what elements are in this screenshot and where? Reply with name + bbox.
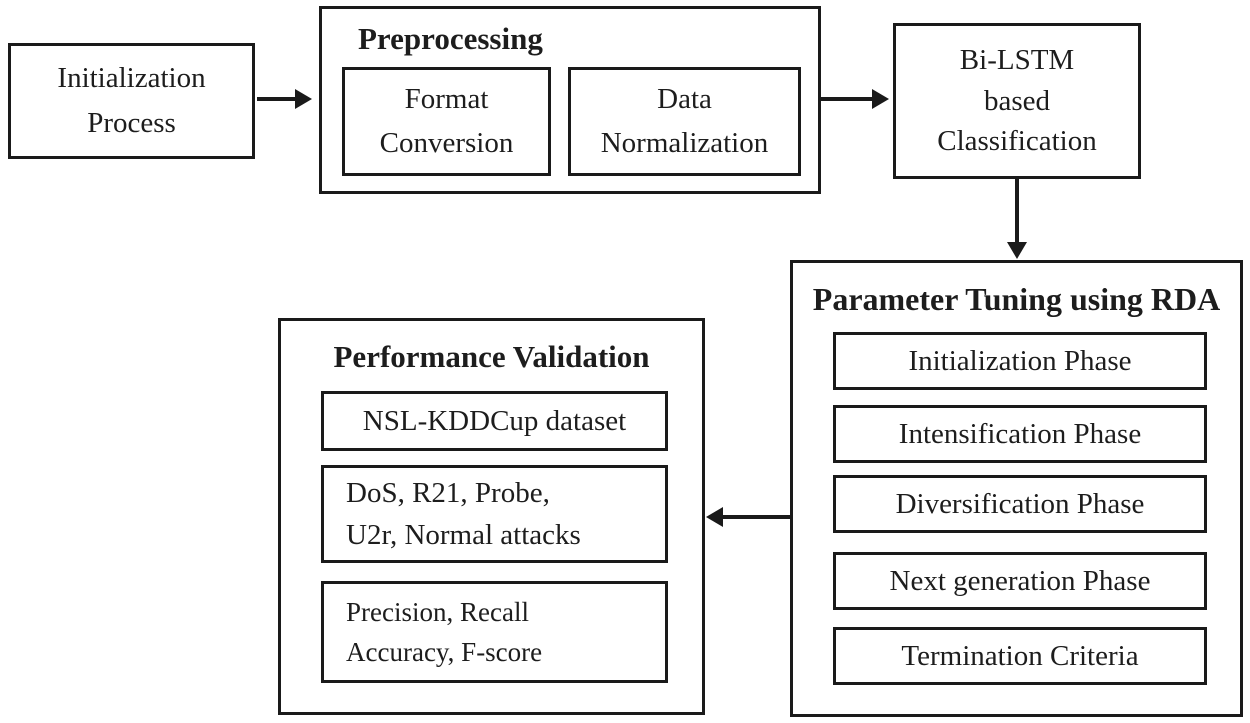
parameter-tuning-title: Parameter Tuning using RDA: [812, 281, 1221, 317]
arrow-line: [720, 515, 790, 519]
arrow-head: [1007, 242, 1027, 259]
arrow-line: [257, 97, 299, 101]
nsl-kddcup-dataset-box: NSL-KDDCup dataset: [321, 391, 668, 451]
box-label-line: Data: [657, 83, 712, 115]
attack-types-box: DoS, R21, Probe, U2r, Normal attacks: [321, 465, 668, 563]
arrow-head: [872, 89, 889, 109]
performance-validation-title: Performance Validation: [333, 339, 650, 374]
box-label-line: Conversion: [379, 126, 514, 159]
performance-validation-box: Performance Validation NSL-KDDCup datase…: [278, 318, 705, 715]
preprocessing-box: Preprocessing Format Conversion Data Nor…: [319, 6, 821, 194]
box-label-line: Classification: [937, 125, 1097, 158]
initialization-process-box: Initialization Process: [8, 43, 255, 159]
rda-phase-box-initialization: Initialization Phase: [833, 332, 1207, 390]
box-label-line: NSL-KDDCup dataset: [362, 404, 627, 437]
arrow-line: [1015, 179, 1019, 244]
data-normalization-box: Data Normalization: [568, 67, 801, 176]
preprocessing-title: Preprocessing: [358, 21, 543, 56]
rda-phase-box-termination: Termination Criteria: [833, 627, 1207, 685]
rda-phase-box-intensification: Intensification Phase: [833, 405, 1207, 463]
box-label-line: Format: [404, 83, 489, 115]
rda-phase-box-diversification: Diversification Phase: [833, 475, 1207, 533]
box-label-line: Process: [87, 107, 176, 139]
box-label-line: based: [983, 84, 1051, 117]
arrow-line: [821, 97, 875, 101]
metrics-box: Precision, Recall Accuracy, F-score: [321, 581, 668, 683]
rda-phase-box-next-generation: Next generation Phase: [833, 552, 1207, 610]
box-label-line: Precision, Recall: [346, 596, 529, 627]
box-label-line: Accuracy, F-score: [346, 637, 543, 667]
box-label-line: Initialization: [57, 62, 206, 95]
box-label-line: Normalization: [600, 126, 769, 159]
box-label-line: Bi-LSTM: [959, 44, 1075, 77]
box-label-line: U2r, Normal attacks: [346, 519, 581, 551]
arrow-head: [706, 507, 723, 527]
arrow-head: [295, 89, 312, 109]
box-label-line: DoS, R21, Probe,: [346, 476, 550, 509]
parameter-tuning-box: Parameter Tuning using RDA Initializatio…: [790, 260, 1243, 717]
bilstm-classification-box: Bi-LSTM based Classification: [893, 23, 1141, 179]
format-conversion-box: Format Conversion: [342, 67, 551, 176]
